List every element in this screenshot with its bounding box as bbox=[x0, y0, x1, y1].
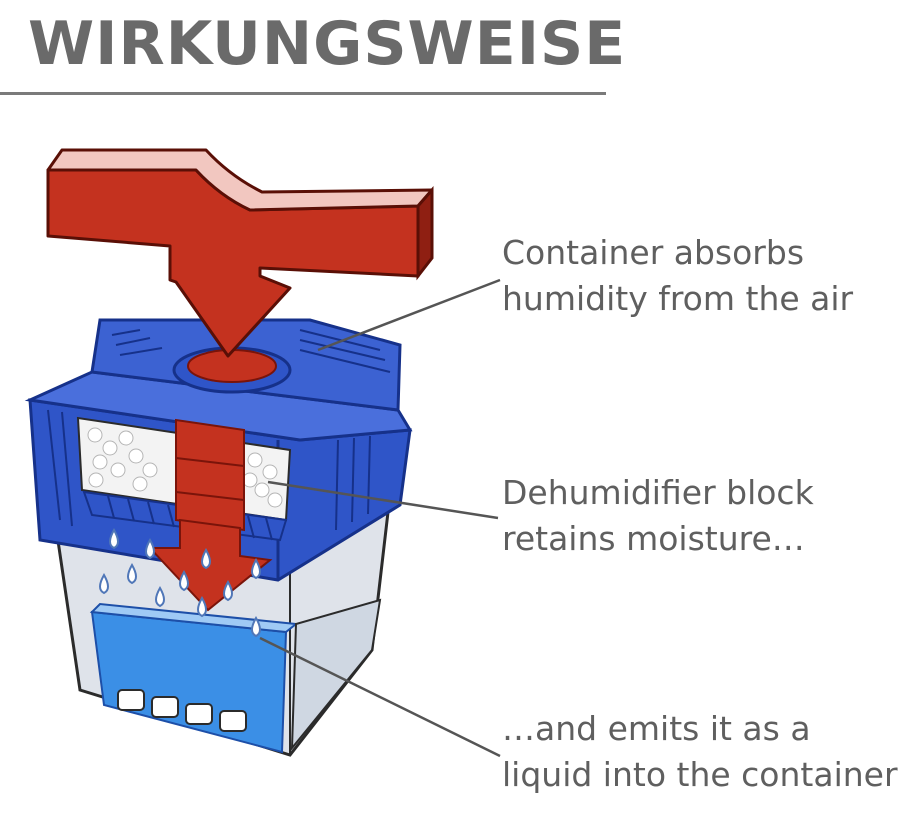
callout-absorbs: Container absorbs humidity from the air bbox=[502, 230, 853, 322]
callout-emits-line-1: …and emits it as a bbox=[502, 709, 811, 748]
leader-line-3 bbox=[259, 636, 501, 758]
callout-retains: Dehumidifier block retains moisture… bbox=[502, 470, 814, 562]
callout-absorbs-line-2: humidity from the air bbox=[502, 279, 854, 318]
leader-line-2 bbox=[267, 480, 499, 520]
granules bbox=[87, 427, 283, 508]
callout-retains-line-2: retains moisture… bbox=[502, 519, 805, 558]
container-feet bbox=[117, 689, 247, 732]
lid-ribs bbox=[47, 329, 391, 531]
callout-absorbs-line-1: Container absorbs bbox=[502, 233, 805, 272]
water-droplets bbox=[99, 527, 261, 638]
leader-line-1 bbox=[317, 278, 501, 352]
leader-lines bbox=[259, 278, 501, 758]
title-underline bbox=[0, 92, 606, 95]
inner-channel bbox=[175, 418, 245, 532]
grid-slots bbox=[107, 495, 273, 541]
callout-retains-line-1: Dehumidifier block bbox=[502, 473, 814, 512]
callout-emits: …and emits it as a liquid into the conta… bbox=[502, 706, 898, 798]
callout-emits-line-2: liquid into the container bbox=[502, 755, 898, 794]
page-title: WIRKUNGSWEISE bbox=[28, 9, 627, 79]
